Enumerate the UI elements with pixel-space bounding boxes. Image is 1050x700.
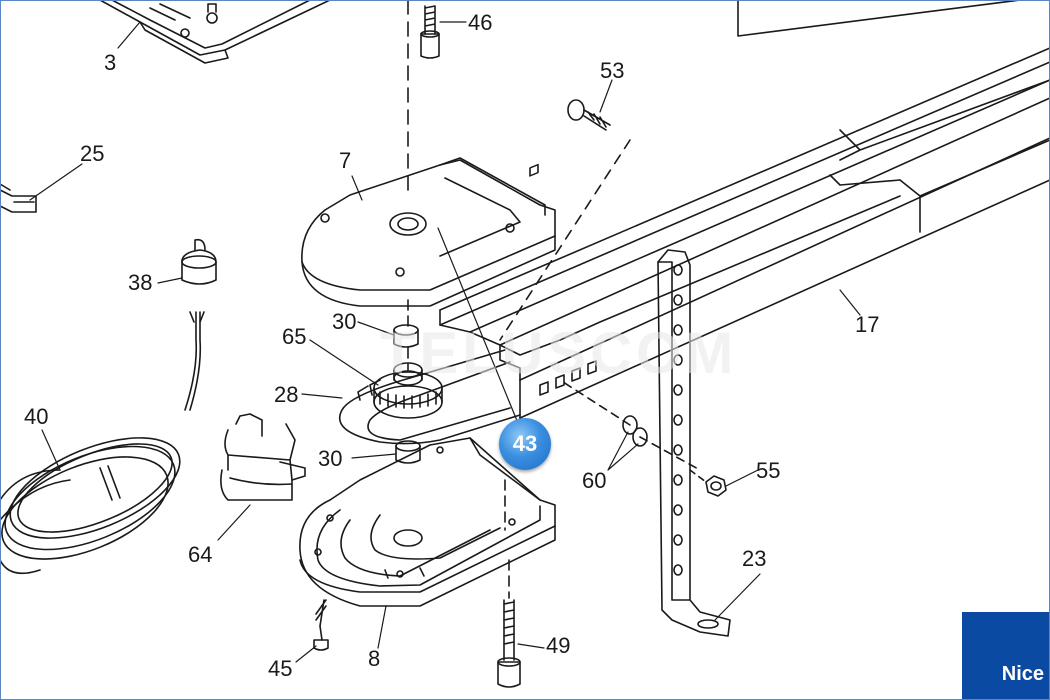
part-3-housing xyxy=(99,0,331,64)
part-23-bracket xyxy=(657,249,731,637)
callout-30-top: 30 xyxy=(332,309,357,334)
part-46-screw xyxy=(420,5,440,59)
part-45-screw xyxy=(313,599,329,651)
watermark: TELUSCOM xyxy=(380,321,738,386)
part-55-nut xyxy=(689,469,727,497)
callout-38: 38 xyxy=(128,270,153,295)
callout-30-bottom: 30 xyxy=(318,446,343,471)
callout-65: 65 xyxy=(282,324,307,349)
callout-8: 8 xyxy=(368,646,381,671)
part-38-grommet xyxy=(181,238,217,285)
axis-line-53 xyxy=(499,139,631,341)
part-53-bolt xyxy=(567,99,611,131)
part-40-cable xyxy=(0,311,205,575)
callout-7: 7 xyxy=(339,148,352,173)
callout-40: 40 xyxy=(24,404,49,429)
part-43-highlight-badge[interactable]: 43 xyxy=(499,418,551,470)
callout-23: 23 xyxy=(742,546,767,571)
leader-lines xyxy=(29,21,861,663)
part-8-lower-cover xyxy=(299,437,556,607)
callout-49: 49 xyxy=(546,633,571,658)
part-49-bolt xyxy=(497,559,521,688)
callout-53: 53 xyxy=(600,58,625,83)
part-25-connector xyxy=(0,183,37,213)
part-30-washer-top xyxy=(393,324,419,348)
part-65-pulley xyxy=(373,362,443,419)
part-64-clamp xyxy=(220,413,306,501)
part-30-washer-bottom xyxy=(395,440,421,464)
part-7-top-cover xyxy=(301,157,556,307)
callout-55: 55 xyxy=(756,458,781,483)
callout-45: 45 xyxy=(268,656,293,681)
part-60-bolts xyxy=(559,379,701,471)
part-17-rail xyxy=(439,47,1050,419)
callout-17: 17 xyxy=(855,312,880,337)
callout-64: 64 xyxy=(188,542,213,567)
brand-logo: Nice xyxy=(962,612,1050,700)
callout-28: 28 xyxy=(274,382,299,407)
callout-60: 60 xyxy=(582,468,607,493)
cover-fragment xyxy=(737,0,1021,37)
brand-logo-text: Nice xyxy=(1001,663,1044,685)
badge-number: 43 xyxy=(512,431,538,456)
callout-3: 3 xyxy=(104,50,117,75)
callout-46: 46 xyxy=(468,10,493,35)
callout-25: 25 xyxy=(80,141,105,166)
